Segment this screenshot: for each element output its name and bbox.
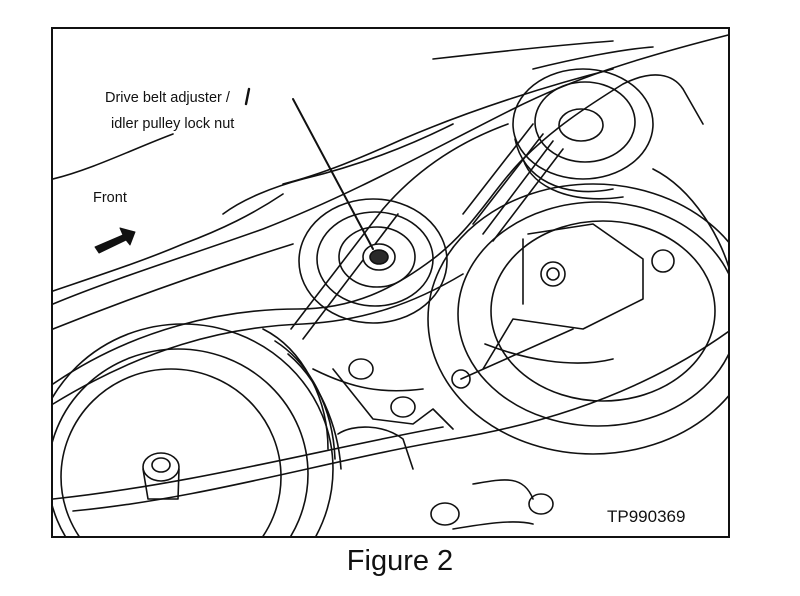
callout-label-line2: idler pulley lock nut bbox=[111, 116, 235, 132]
tensioner-pulley bbox=[427, 168, 728, 455]
belt-drive-illustration bbox=[53, 34, 728, 536]
callout-leader-line bbox=[292, 98, 374, 250]
callout-label-line1: Drive belt adjuster / bbox=[105, 90, 230, 106]
idler-pulley bbox=[298, 198, 448, 324]
drive-belt bbox=[53, 74, 728, 512]
figure-caption: Figure 2 bbox=[346, 545, 454, 577]
front-arrow-icon bbox=[94, 227, 136, 254]
front-label: Front bbox=[93, 190, 127, 206]
reference-code: TP990369 bbox=[607, 507, 686, 526]
engine-cover-outline bbox=[53, 34, 728, 330]
callout-slash-mark bbox=[244, 87, 251, 106]
diagram-frame: Drive belt adjuster / idler pulley lock … bbox=[51, 27, 730, 538]
upper-pulley bbox=[512, 68, 654, 200]
crankshaft-pulley bbox=[53, 323, 342, 536]
mounting-bracket bbox=[332, 358, 554, 530]
